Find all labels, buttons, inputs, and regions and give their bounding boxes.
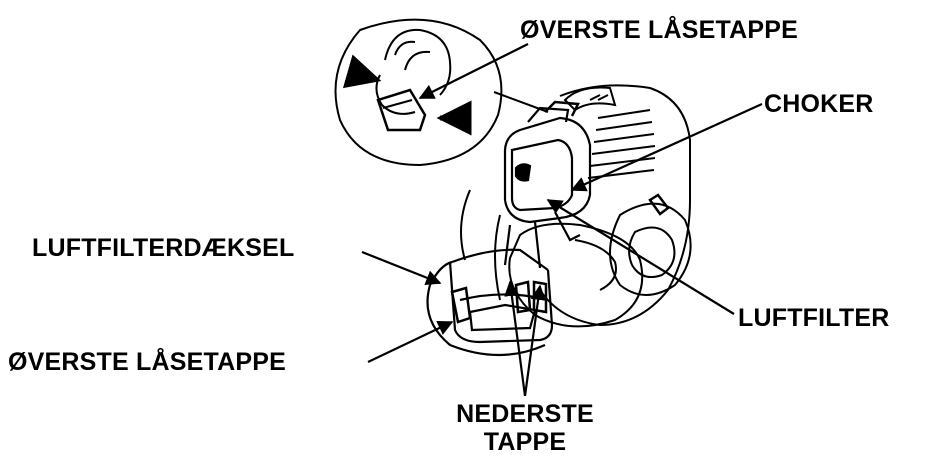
label-upper-locking-tab-bottom: ØVERSTE LÅSETAPPE	[8, 348, 286, 376]
leader-lower-tab-2	[523, 284, 546, 397]
label-air-filter-cover: LUFTFILTERDÆKSEL	[32, 234, 295, 262]
leader-choke	[570, 102, 763, 192]
leader-upper-tab-top	[418, 43, 529, 99]
label-air-filter: LUFTFILTER	[738, 304, 890, 332]
label-lower-tabs-line1: NEDERSTE	[456, 400, 594, 428]
detail-inset	[334, 18, 549, 167]
label-lower-tabs: NEDERSTE TAPPE	[450, 400, 600, 456]
label-choke: CHOKER	[764, 90, 874, 118]
air-filter-housing	[503, 100, 592, 269]
leader-lines	[361, 43, 763, 397]
leader-upper-tab-bottom	[367, 321, 454, 363]
engine	[460, 84, 692, 328]
leader-filter	[546, 199, 735, 315]
leader-cover	[361, 250, 442, 286]
leader-lower-tab-1	[504, 280, 527, 397]
label-lower-tabs-line2: TAPPE	[483, 428, 567, 456]
label-upper-locking-tab-top: ØVERSTE LÅSETAPPE	[520, 16, 798, 44]
